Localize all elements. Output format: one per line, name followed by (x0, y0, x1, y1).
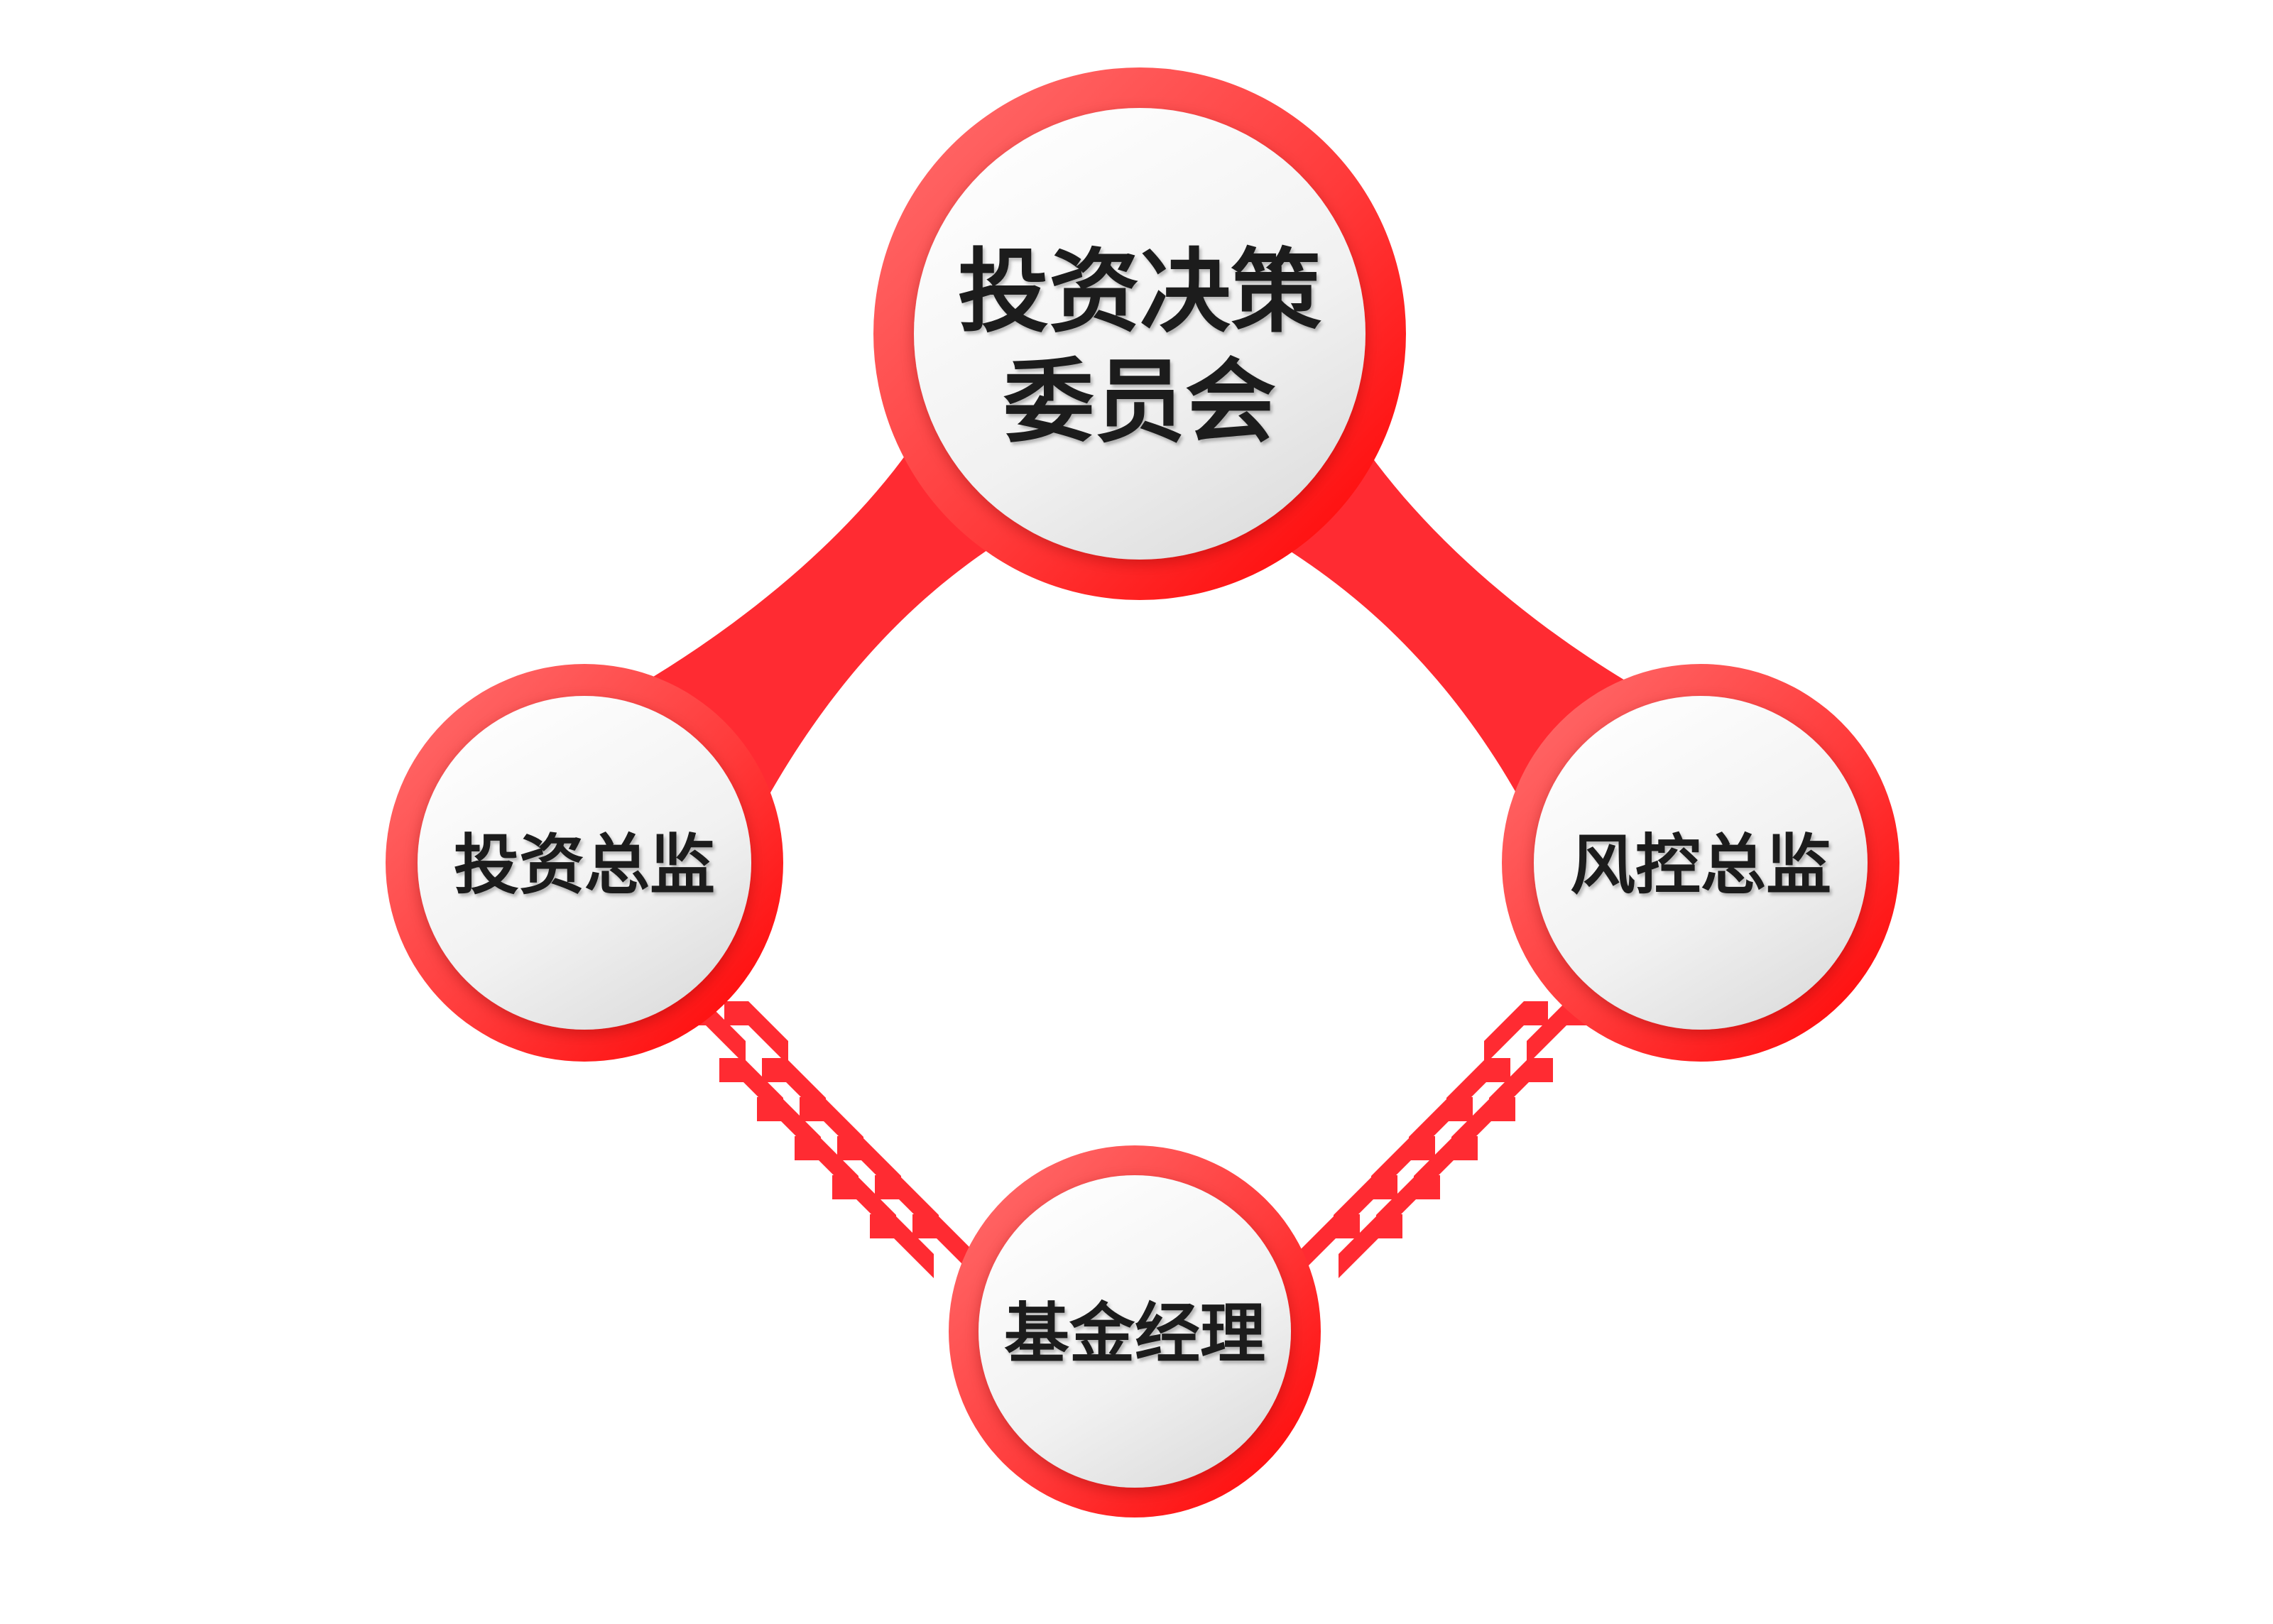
node-investment-committee: 投资决策 委员会 (873, 67, 1406, 600)
risk-director-label: 风控总监 (1570, 827, 1831, 903)
node-risk-director: 风控总监 (1502, 664, 1899, 1062)
committee-label-line2: 委员会 (1003, 349, 1276, 455)
investment-director-label: 投资总监 (454, 827, 715, 903)
arrow-to-fund-manager-left (682, 1001, 976, 1278)
node-investment-director: 投资总监 (386, 664, 783, 1062)
fund-manager-label: 基金经理 (1004, 1296, 1265, 1372)
committee-label-line1: 投资决策 (958, 239, 1321, 345)
node-fund-manager: 基金经理 (949, 1145, 1321, 1517)
connector-left (639, 440, 987, 799)
connector-right (1289, 440, 1633, 799)
arrow-to-fund-manager-right (1296, 1001, 1591, 1278)
